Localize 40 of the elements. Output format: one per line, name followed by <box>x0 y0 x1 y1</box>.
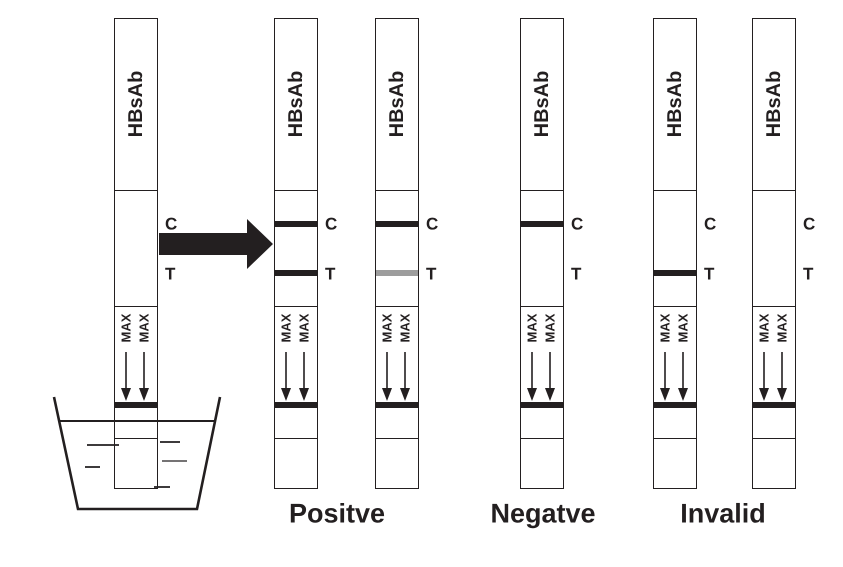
test-line-label: T <box>803 266 814 282</box>
max-label: MAX <box>120 314 133 342</box>
strip-label: HBsAb <box>532 70 552 138</box>
control-line-label: C <box>803 216 816 232</box>
result-label: Positve <box>288 500 386 528</box>
control-line-label: C <box>426 216 438 232</box>
strip-label: HBsAb <box>126 70 146 138</box>
max-label: MAX <box>775 314 788 342</box>
test-line-label: T <box>571 266 582 282</box>
result-label: Invalid <box>680 500 766 528</box>
result-label: Negatve <box>490 500 596 528</box>
max-label: MAX <box>758 314 771 342</box>
strip-label: HBsAb <box>764 70 784 138</box>
test-line-label: T <box>704 266 714 282</box>
block-arrow <box>159 219 273 269</box>
test-strip <box>375 18 419 489</box>
max-label: MAX <box>526 314 539 342</box>
max-label: MAX <box>658 314 672 342</box>
strip-label: HBsAb <box>664 70 685 138</box>
control-line-label: C <box>165 216 178 232</box>
test-strip <box>752 18 796 489</box>
max-label: MAX <box>280 314 293 342</box>
control-line-label: C <box>571 216 584 232</box>
max-label: MAX <box>297 314 310 342</box>
test-strip <box>114 18 158 489</box>
strip-label: HBsAb <box>386 70 407 138</box>
test-strip <box>274 18 318 489</box>
max-label: MAX <box>543 314 556 342</box>
max-label: MAX <box>398 314 412 342</box>
max-label: MAX <box>676 314 690 342</box>
test-line-label: T <box>165 266 176 282</box>
test-strip <box>520 18 564 489</box>
max-label: MAX <box>380 314 394 342</box>
control-line-label: C <box>325 216 338 232</box>
test-line-label: T <box>325 266 336 282</box>
max-label: MAX <box>137 314 150 342</box>
test-line-label: T <box>426 266 436 282</box>
control-line-label: C <box>704 216 716 232</box>
test-strip <box>653 18 697 489</box>
strip-label: HBsAb <box>286 70 306 138</box>
